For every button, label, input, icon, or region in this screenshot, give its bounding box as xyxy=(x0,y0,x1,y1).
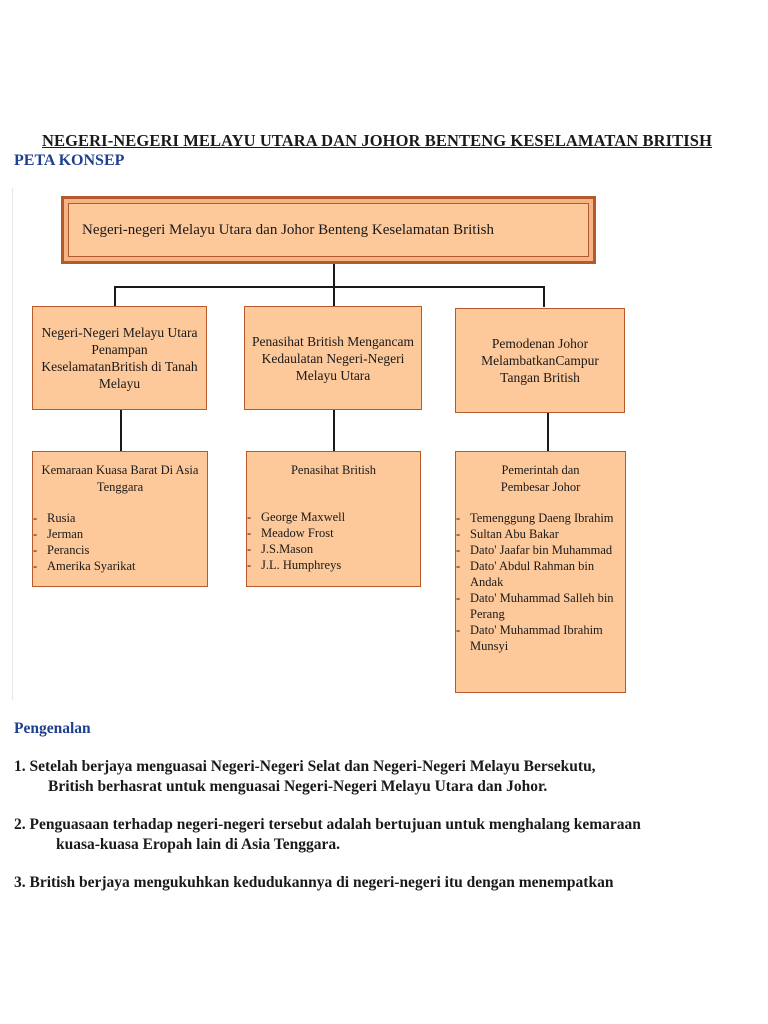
list-item: J.L. Humphreys xyxy=(247,557,420,573)
connector-child-2 xyxy=(333,410,335,452)
connector-branch-2 xyxy=(333,286,335,307)
list-item: Amerika Syarikat xyxy=(33,558,207,574)
concept-branch-2: Penasihat British Mengancam Kedaulatan N… xyxy=(244,306,422,410)
paragraph-1-line-2: British berhasrat untuk menguasai Negeri… xyxy=(48,778,548,795)
concept-child-1-list: Rusia Jerman Perancis Amerika Syarikat xyxy=(33,510,207,574)
list-item: Perancis xyxy=(33,542,207,558)
concept-branch-1: Negeri-Negeri Melayu Utara Penampan Kese… xyxy=(32,306,207,410)
page-title: NEGERI-NEGERI MELAYU UTARA DAN JOHOR BEN… xyxy=(42,131,713,150)
paragraph-1: 1. Setelah berjaya menguasai Negeri-Nege… xyxy=(14,757,754,797)
list-item: Dato' Muhammad Ibrahim Munsyi xyxy=(456,622,621,654)
connector-horizontal xyxy=(114,286,544,288)
concept-child-2-heading: Penasihat British xyxy=(290,463,377,477)
concept-branch-1-label: Negeri-Negeri Melayu Utara Penampan Kese… xyxy=(41,325,198,391)
concept-map-frame xyxy=(12,188,13,700)
paragraph-2-line-1: 2. Penguasaan terhadap negeri-negeri ter… xyxy=(14,816,641,833)
list-item: Temenggung Daeng Ibrahim xyxy=(456,510,621,526)
section-heading: Pengenalan xyxy=(14,720,91,737)
concept-child-2: Penasihat British George Maxwell Meadow … xyxy=(246,451,421,587)
list-item: Rusia xyxy=(33,510,207,526)
connector-branch-1 xyxy=(114,286,116,307)
connector-root-down xyxy=(333,263,335,287)
concept-branch-3-label: Pemodenan Johor MelambatkanCampur Tangan… xyxy=(481,336,599,385)
concept-root-box: Negeri-negeri Melayu Utara dan Johor Ben… xyxy=(61,196,596,264)
list-item: J.S.Mason xyxy=(247,541,420,557)
concept-child-3: Pemerintah dan Pembesar Johor Temenggung… xyxy=(455,451,626,693)
concept-branch-3: Pemodenan Johor MelambatkanCampur Tangan… xyxy=(455,308,625,413)
paragraph-1-line-1: 1. Setelah berjaya menguasai Negeri-Nege… xyxy=(14,758,596,775)
concept-branch-2-label: Penasihat British Mengancam Kedaulatan N… xyxy=(252,333,414,383)
list-item: Meadow Frost xyxy=(247,525,420,541)
paragraph-2-line-2: kuasa-kuasa Eropah lain di Asia Tenggara… xyxy=(56,836,340,853)
list-item: Dato' Jaafar bin Muhammad xyxy=(456,542,621,558)
concept-child-1-heading: Kemaraan Kuasa Barat Di Asia Tenggara xyxy=(41,463,199,494)
paragraph-2: 2. Penguasaan terhadap negeri-negeri ter… xyxy=(14,815,754,855)
connector-branch-3 xyxy=(543,286,545,307)
paragraph-3-line-1: 3. British berjaya mengukuhkan kedudukan… xyxy=(14,874,614,891)
concept-child-3-heading: Pemerintah dan Pembesar Johor xyxy=(500,463,581,494)
concept-child-1: Kemaraan Kuasa Barat Di Asia Tenggara Ru… xyxy=(32,451,208,587)
concept-root-label: Negeri-negeri Melayu Utara dan Johor Ben… xyxy=(82,221,494,238)
list-item: Sultan Abu Bakar xyxy=(456,526,621,542)
concept-child-2-list: George Maxwell Meadow Frost J.S.Mason J.… xyxy=(247,509,420,573)
connector-child-3 xyxy=(547,412,549,452)
connector-child-1 xyxy=(120,410,122,452)
list-item: Jerman xyxy=(33,526,207,542)
list-item: George Maxwell xyxy=(247,509,420,525)
list-item: Dato' Abdul Rahman bin Andak xyxy=(456,558,621,590)
concept-map-heading: PETA KONSEP xyxy=(14,152,125,169)
concept-child-3-list: Temenggung Daeng Ibrahim Sultan Abu Baka… xyxy=(456,510,625,654)
list-item: Dato' Muhammad Salleh bin Perang xyxy=(456,590,621,622)
paragraph-3: 3. British berjaya mengukuhkan kedudukan… xyxy=(14,873,754,893)
